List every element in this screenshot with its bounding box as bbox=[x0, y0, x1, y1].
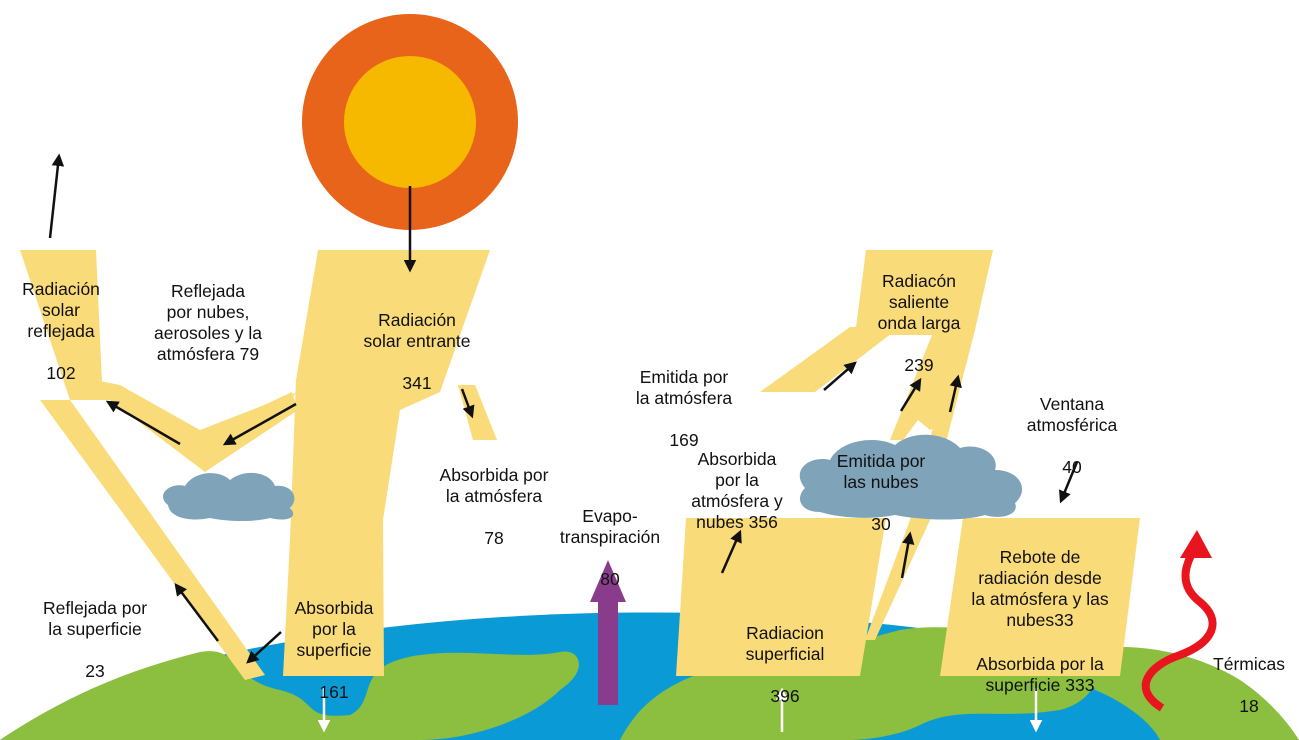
label-incoming-solar: Radiación solar entrante 341 bbox=[363, 289, 470, 415]
arrow-emitted-atmosphere bbox=[823, 361, 857, 391]
surface-radiation-title: Radiacion superficial bbox=[745, 623, 825, 664]
evapotranspiration-arrow bbox=[590, 560, 626, 705]
absorbed-atmosphere-value: 78 bbox=[484, 528, 504, 548]
arrow-reflected-surface-up bbox=[174, 583, 219, 642]
band-emitted-atmosphere bbox=[760, 327, 900, 392]
arrow-window-column bbox=[900, 531, 915, 579]
label-atmospheric-window: Ventana atmosférica 40 bbox=[1027, 373, 1117, 499]
absorbed-atm-clouds-title: Absorbida por la atmósfera y nubes 356 bbox=[691, 449, 783, 532]
reflected-solar-value: 102 bbox=[46, 363, 76, 383]
label-back-radiation: Rebote de radiación desde la atmósfera y… bbox=[971, 526, 1108, 652]
thermals-arrow-head bbox=[1180, 530, 1212, 558]
band-outgoing-longwave bbox=[855, 250, 993, 440]
arrow-absorbed-atm-clouds bbox=[720, 529, 742, 574]
reflected-solar-title: Radiación solar reflejada bbox=[22, 279, 100, 341]
evapotranspiration-title: Evapo- transpiración bbox=[559, 506, 661, 547]
emitted-atmosphere-value: 169 bbox=[669, 430, 699, 450]
label-reflected-solar: Radiación solar reflejada 102 bbox=[22, 258, 100, 405]
band-reflected-atmosphere bbox=[95, 380, 298, 458]
surface-arrows bbox=[317, 687, 1043, 733]
absorbed-surface-title: Absorbida por la superficie bbox=[294, 598, 374, 660]
arrow-longwave-2 bbox=[948, 374, 962, 413]
evapotranspiration-arrow-head bbox=[590, 560, 626, 602]
incoming-solar-title: Radiación solar entrante bbox=[363, 310, 471, 351]
label-surface-radiation: Radiacion superficial 396 bbox=[746, 602, 825, 728]
band-reflected-outer bbox=[20, 250, 298, 472]
label-reflected-surface: Reflejada por la superficie 23 bbox=[43, 577, 147, 703]
incoming-solar-value: 341 bbox=[402, 373, 432, 393]
label-absorbed-surface-back: Absorbida por la superficie 333 bbox=[976, 633, 1103, 717]
back-radiation-title: Rebote de radiación desde la atmósfera y… bbox=[971, 547, 1109, 630]
label-outgoing-longwave: Radiacón saliente onda larga 239 bbox=[878, 250, 961, 397]
land-mass-right bbox=[1080, 646, 1299, 740]
absorbed-surface-back-title: Absorbida por la superficie 333 bbox=[976, 654, 1104, 695]
label-thermals: Térmicas 18 bbox=[1213, 633, 1285, 738]
surface-radiation-value: 396 bbox=[770, 686, 800, 706]
label-absorbed-surface: Absorbida por la superficie 161 bbox=[295, 577, 374, 724]
cloud-left bbox=[163, 472, 295, 521]
arrow-longwave-1 bbox=[899, 377, 922, 412]
reflected-clouds-title: Reflejada por nubes, aerosoles y la atmó… bbox=[154, 281, 262, 364]
label-emitted-clouds: Emitida por las nubes 30 bbox=[837, 430, 926, 556]
emitted-clouds-title: Emitida por las nubes bbox=[836, 451, 926, 492]
arrow-reflected-atmosphere-2 bbox=[105, 400, 181, 446]
reflected-surface-value: 23 bbox=[85, 661, 105, 681]
flow-arrows bbox=[48, 153, 1079, 664]
evapotranspiration-value: 80 bbox=[600, 569, 620, 589]
label-emitted-atmosphere: Emitida por la atmósfera 169 bbox=[636, 346, 732, 472]
sun bbox=[302, 14, 518, 230]
land-mass-left bbox=[0, 651, 579, 740]
evapotranspiration-arrow-shaft bbox=[598, 600, 618, 705]
thermals-value: 18 bbox=[1239, 696, 1259, 716]
thermals-title: Térmicas bbox=[1213, 654, 1285, 674]
thermals-arrow bbox=[1141, 530, 1217, 712]
atmospheric-window-value: 40 bbox=[1062, 457, 1082, 477]
band-incoming-solar bbox=[283, 250, 490, 676]
thermals-wave bbox=[1141, 545, 1217, 712]
arrow-absorbed-atmosphere bbox=[460, 388, 475, 419]
arrow-reflected-atmosphere-1 bbox=[222, 402, 297, 446]
cloud-right bbox=[799, 434, 1023, 520]
emitted-clouds-value: 30 bbox=[871, 514, 891, 534]
label-absorbed-atmosphere: Absorbida por la atmósfera 78 bbox=[440, 444, 549, 570]
absorbed-surface-value: 161 bbox=[319, 682, 349, 702]
outgoing-longwave-value: 239 bbox=[904, 355, 934, 375]
atmospheric-window-title: Ventana atmosférica bbox=[1026, 394, 1118, 435]
label-absorbed-atm-clouds: Absorbida por la atmósfera y nubes 356 bbox=[691, 428, 782, 554]
outgoing-longwave-title: Radiacón saliente onda larga bbox=[877, 271, 961, 333]
absorbed-atmosphere-title: Absorbida por la atmósfera bbox=[439, 465, 549, 506]
reflected-surface-title: Reflejada por la superficie bbox=[42, 598, 148, 639]
sun-core bbox=[344, 56, 476, 188]
band-back-radiation bbox=[940, 518, 1140, 676]
clouds bbox=[163, 434, 1023, 521]
label-evapotranspiration: Evapo- transpiración 80 bbox=[560, 485, 660, 611]
arrow-surface-absorbed bbox=[246, 631, 282, 664]
arrow-reflected-space bbox=[48, 153, 65, 239]
band-reflected-surface bbox=[40, 400, 265, 680]
band-absorbed-atmosphere bbox=[458, 385, 497, 440]
arrow-atmospheric-window-down bbox=[1059, 461, 1079, 504]
label-reflected-clouds: Reflejada por nubes, aerosoles y la atmó… bbox=[154, 260, 262, 386]
emitted-atmosphere-title: Emitida por la atmósfera bbox=[635, 367, 733, 408]
